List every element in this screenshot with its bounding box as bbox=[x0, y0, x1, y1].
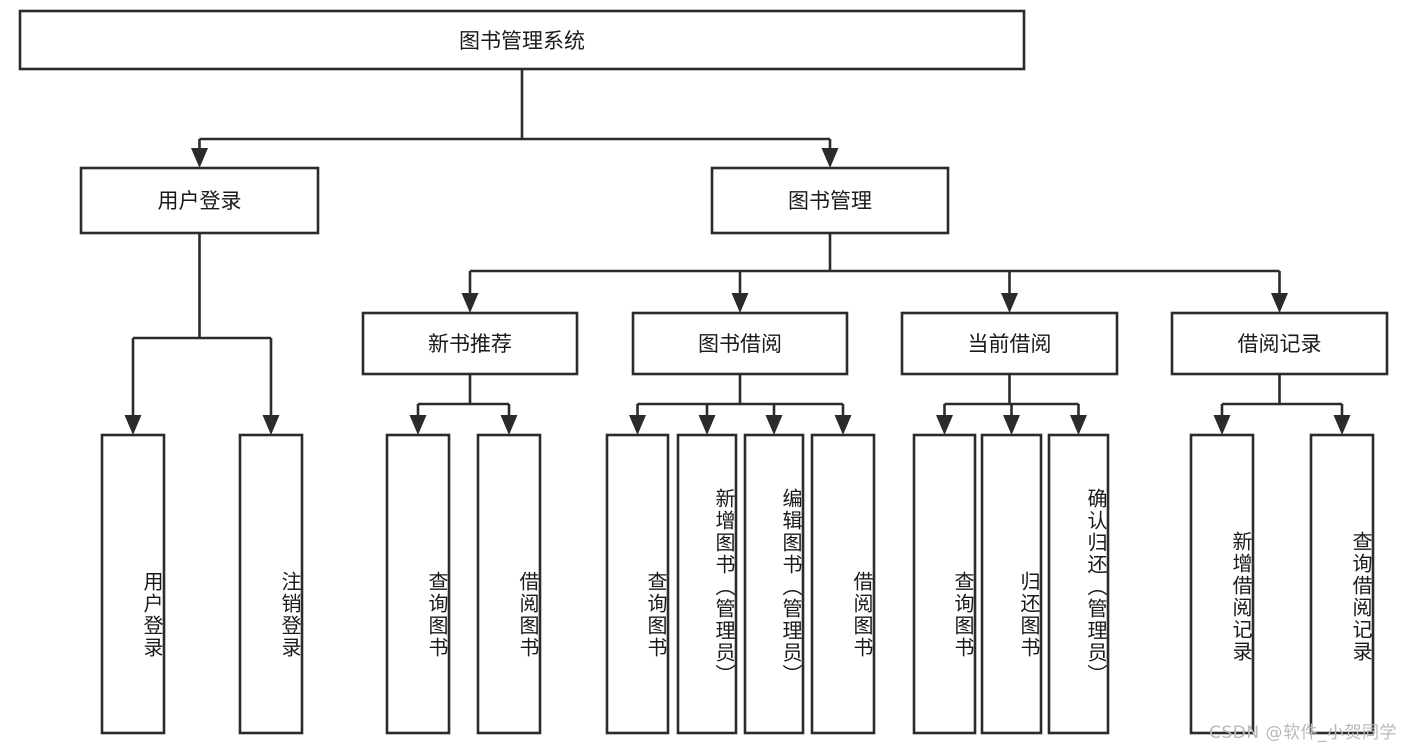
arrowhead-borrow-record-to-query-record bbox=[1333, 415, 1351, 435]
arrowhead-book-borrow-to-add-book bbox=[698, 415, 716, 435]
node-leaf-edit-book-box[interactable] bbox=[743, 433, 805, 735]
node-book-borrow[interactable]: 图书借阅 bbox=[631, 311, 849, 376]
node-user-login-box[interactable] bbox=[79, 166, 320, 235]
node-leaf-return-book-box[interactable] bbox=[980, 433, 1043, 735]
node-leaf-user-logout-box[interactable] bbox=[238, 433, 304, 735]
arrowhead-current-borrow-to-confirm-return bbox=[1070, 415, 1087, 435]
arrowhead-root-to-user-login bbox=[191, 148, 208, 168]
arrowhead-root-to-book-manage bbox=[821, 148, 839, 168]
node-new-book-rec[interactable]: 新书推荐 bbox=[361, 311, 579, 376]
node-borrow-record-box[interactable] bbox=[1170, 311, 1389, 376]
connector-root-trunk bbox=[198, 69, 832, 155]
node-root[interactable]: 图书管理系统 bbox=[18, 9, 1026, 71]
arrowhead-book-manage-to-borrow-record bbox=[1271, 293, 1288, 313]
node-book-manage[interactable]: 图书管理 bbox=[710, 166, 950, 235]
connector-user-login-trunk bbox=[131, 233, 273, 422]
watermark-text: CSDN @软件_小贺同学 bbox=[1209, 723, 1397, 743]
connector-layer bbox=[124, 69, 1351, 435]
connector-borrow-record-trunk bbox=[1220, 374, 1344, 422]
node-user-login[interactable]: 用户登录 bbox=[79, 166, 320, 235]
arrowhead-borrow-record-to-add-record bbox=[1213, 415, 1231, 435]
arrowhead-current-borrow-to-query-book bbox=[936, 415, 953, 435]
arrowhead-new-book-rec-to-query-book bbox=[409, 415, 427, 435]
node-leaf-query-book-3-box[interactable] bbox=[912, 433, 977, 735]
node-book-borrow-box[interactable] bbox=[631, 311, 849, 376]
node-leaf-query-book-1-box[interactable] bbox=[385, 433, 451, 735]
arrowhead-book-manage-to-book-borrow bbox=[731, 293, 749, 313]
connector-book-manage-trunk bbox=[468, 233, 1281, 300]
connector-current-borrow-trunk bbox=[943, 374, 1080, 422]
arrowhead-book-borrow-to-query-book bbox=[629, 415, 646, 435]
node-root-box[interactable] bbox=[18, 9, 1026, 71]
node-new-book-rec-label: 新书推荐 bbox=[428, 332, 512, 356]
node-new-book-rec-box[interactable] bbox=[361, 311, 579, 376]
arrowhead-new-book-rec-to-borrow-book bbox=[500, 415, 518, 435]
node-root-label: 图书管理系统 bbox=[459, 29, 585, 53]
node-leaf-add-record-box[interactable] bbox=[1189, 433, 1255, 735]
arrowhead-book-borrow-to-borrow-book bbox=[834, 415, 852, 435]
node-leaf-borrow-book-2-box[interactable] bbox=[810, 433, 876, 735]
node-current-borrow-label: 当前借阅 bbox=[968, 332, 1052, 356]
node-leaf-query-record-box[interactable] bbox=[1309, 433, 1375, 735]
connector-book-borrow-trunk bbox=[636, 374, 845, 422]
node-borrow-record-label: 借阅记录 bbox=[1238, 332, 1322, 356]
node-book-manage-label: 图书管理 bbox=[788, 189, 872, 213]
node-leaf-borrow-book-1-box[interactable] bbox=[476, 433, 542, 735]
arrowhead-book-borrow-to-edit-book bbox=[765, 415, 783, 435]
node-leaf-query-book-2-box[interactable] bbox=[605, 433, 670, 735]
arrowhead-book-manage-to-current-borrow bbox=[1001, 293, 1018, 313]
node-user-login-label: 用户登录 bbox=[158, 189, 242, 213]
node-book-borrow-label: 图书借阅 bbox=[698, 332, 782, 356]
node-borrow-record[interactable]: 借阅记录 bbox=[1170, 311, 1389, 376]
node-current-borrow[interactable]: 当前借阅 bbox=[900, 311, 1119, 376]
connector-new-book-rec-trunk bbox=[416, 374, 511, 422]
arrowhead-user-login-to-leaf-user-login bbox=[124, 415, 142, 435]
node-current-borrow-box[interactable] bbox=[900, 311, 1119, 376]
node-leaf-add-book-box[interactable] bbox=[676, 433, 738, 735]
node-leaf-confirm-return-box[interactable] bbox=[1047, 433, 1110, 735]
arrowhead-book-manage-to-new-book-rec bbox=[461, 293, 479, 313]
node-book-manage-box[interactable] bbox=[710, 166, 950, 235]
node-leaf-user-login-box[interactable] bbox=[100, 433, 166, 735]
arrowhead-current-borrow-to-return-book bbox=[1003, 415, 1020, 435]
arrowhead-user-login-to-leaf-user-logout bbox=[262, 415, 280, 435]
leaf-box-layer bbox=[100, 433, 1375, 735]
